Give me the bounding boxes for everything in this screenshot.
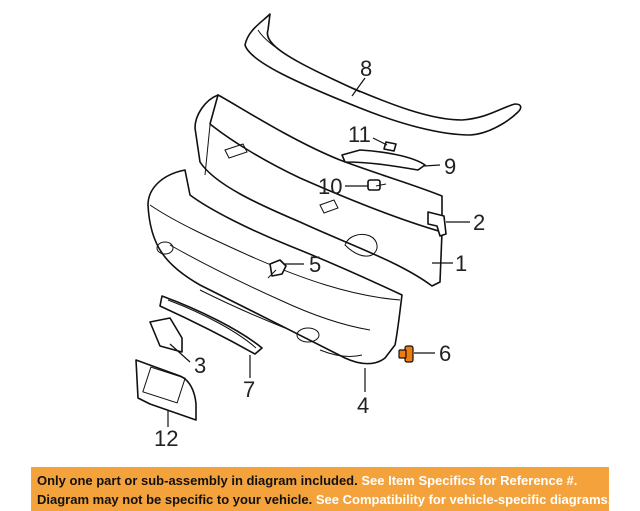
banner-line-2: Diagram may not be specific to your vehi… xyxy=(37,490,611,509)
disclaimer-banner: Only one part or sub-assembly in diagram… xyxy=(31,467,611,511)
callout-8: 8 xyxy=(360,56,372,81)
callout-1: 1 xyxy=(455,251,467,276)
callout-4: 4 xyxy=(357,393,369,418)
callout-numbers: 8 11 9 10 2 1 5 6 3 7 4 12 xyxy=(154,56,485,451)
callout-10: 10 xyxy=(318,174,342,199)
callout-3: 3 xyxy=(194,353,206,378)
part-3-license-bracket xyxy=(149,317,183,353)
banner-line-1-text: Only one part or sub-assembly in diagram… xyxy=(37,473,362,488)
part-2-side-bracket xyxy=(427,211,447,237)
callout-6: 6 xyxy=(439,341,451,366)
leader-lines xyxy=(167,77,470,427)
banner-line-2-highlight: See Compatibility for vehicle-specific d… xyxy=(315,492,612,507)
banner-line-2-text: Diagram may not be specific to your vehi… xyxy=(37,492,316,507)
part-8-upper-strip xyxy=(244,13,522,136)
callout-9: 9 xyxy=(444,154,456,179)
callout-11: 11 xyxy=(348,122,371,147)
banner-line-1-highlight: See Item Specifics for Reference #. xyxy=(361,473,578,488)
callout-5: 5 xyxy=(309,252,321,277)
parts-diagram: 8 11 9 10 2 1 5 6 3 7 4 12 xyxy=(135,13,522,451)
part-9-bracket xyxy=(341,149,426,171)
callout-12: 12 xyxy=(154,426,178,451)
part-12-license-plate xyxy=(135,359,197,421)
callout-7: 7 xyxy=(243,377,255,402)
part-7-grille xyxy=(159,295,263,355)
callout-2: 2 xyxy=(473,210,485,235)
part-10-bolt xyxy=(367,179,387,191)
banner-line-1: Only one part or sub-assembly in diagram… xyxy=(37,471,603,490)
part-5-screw xyxy=(267,259,287,279)
part-6-push-pin-highlighted xyxy=(398,345,414,363)
part-11-clip xyxy=(383,141,397,152)
